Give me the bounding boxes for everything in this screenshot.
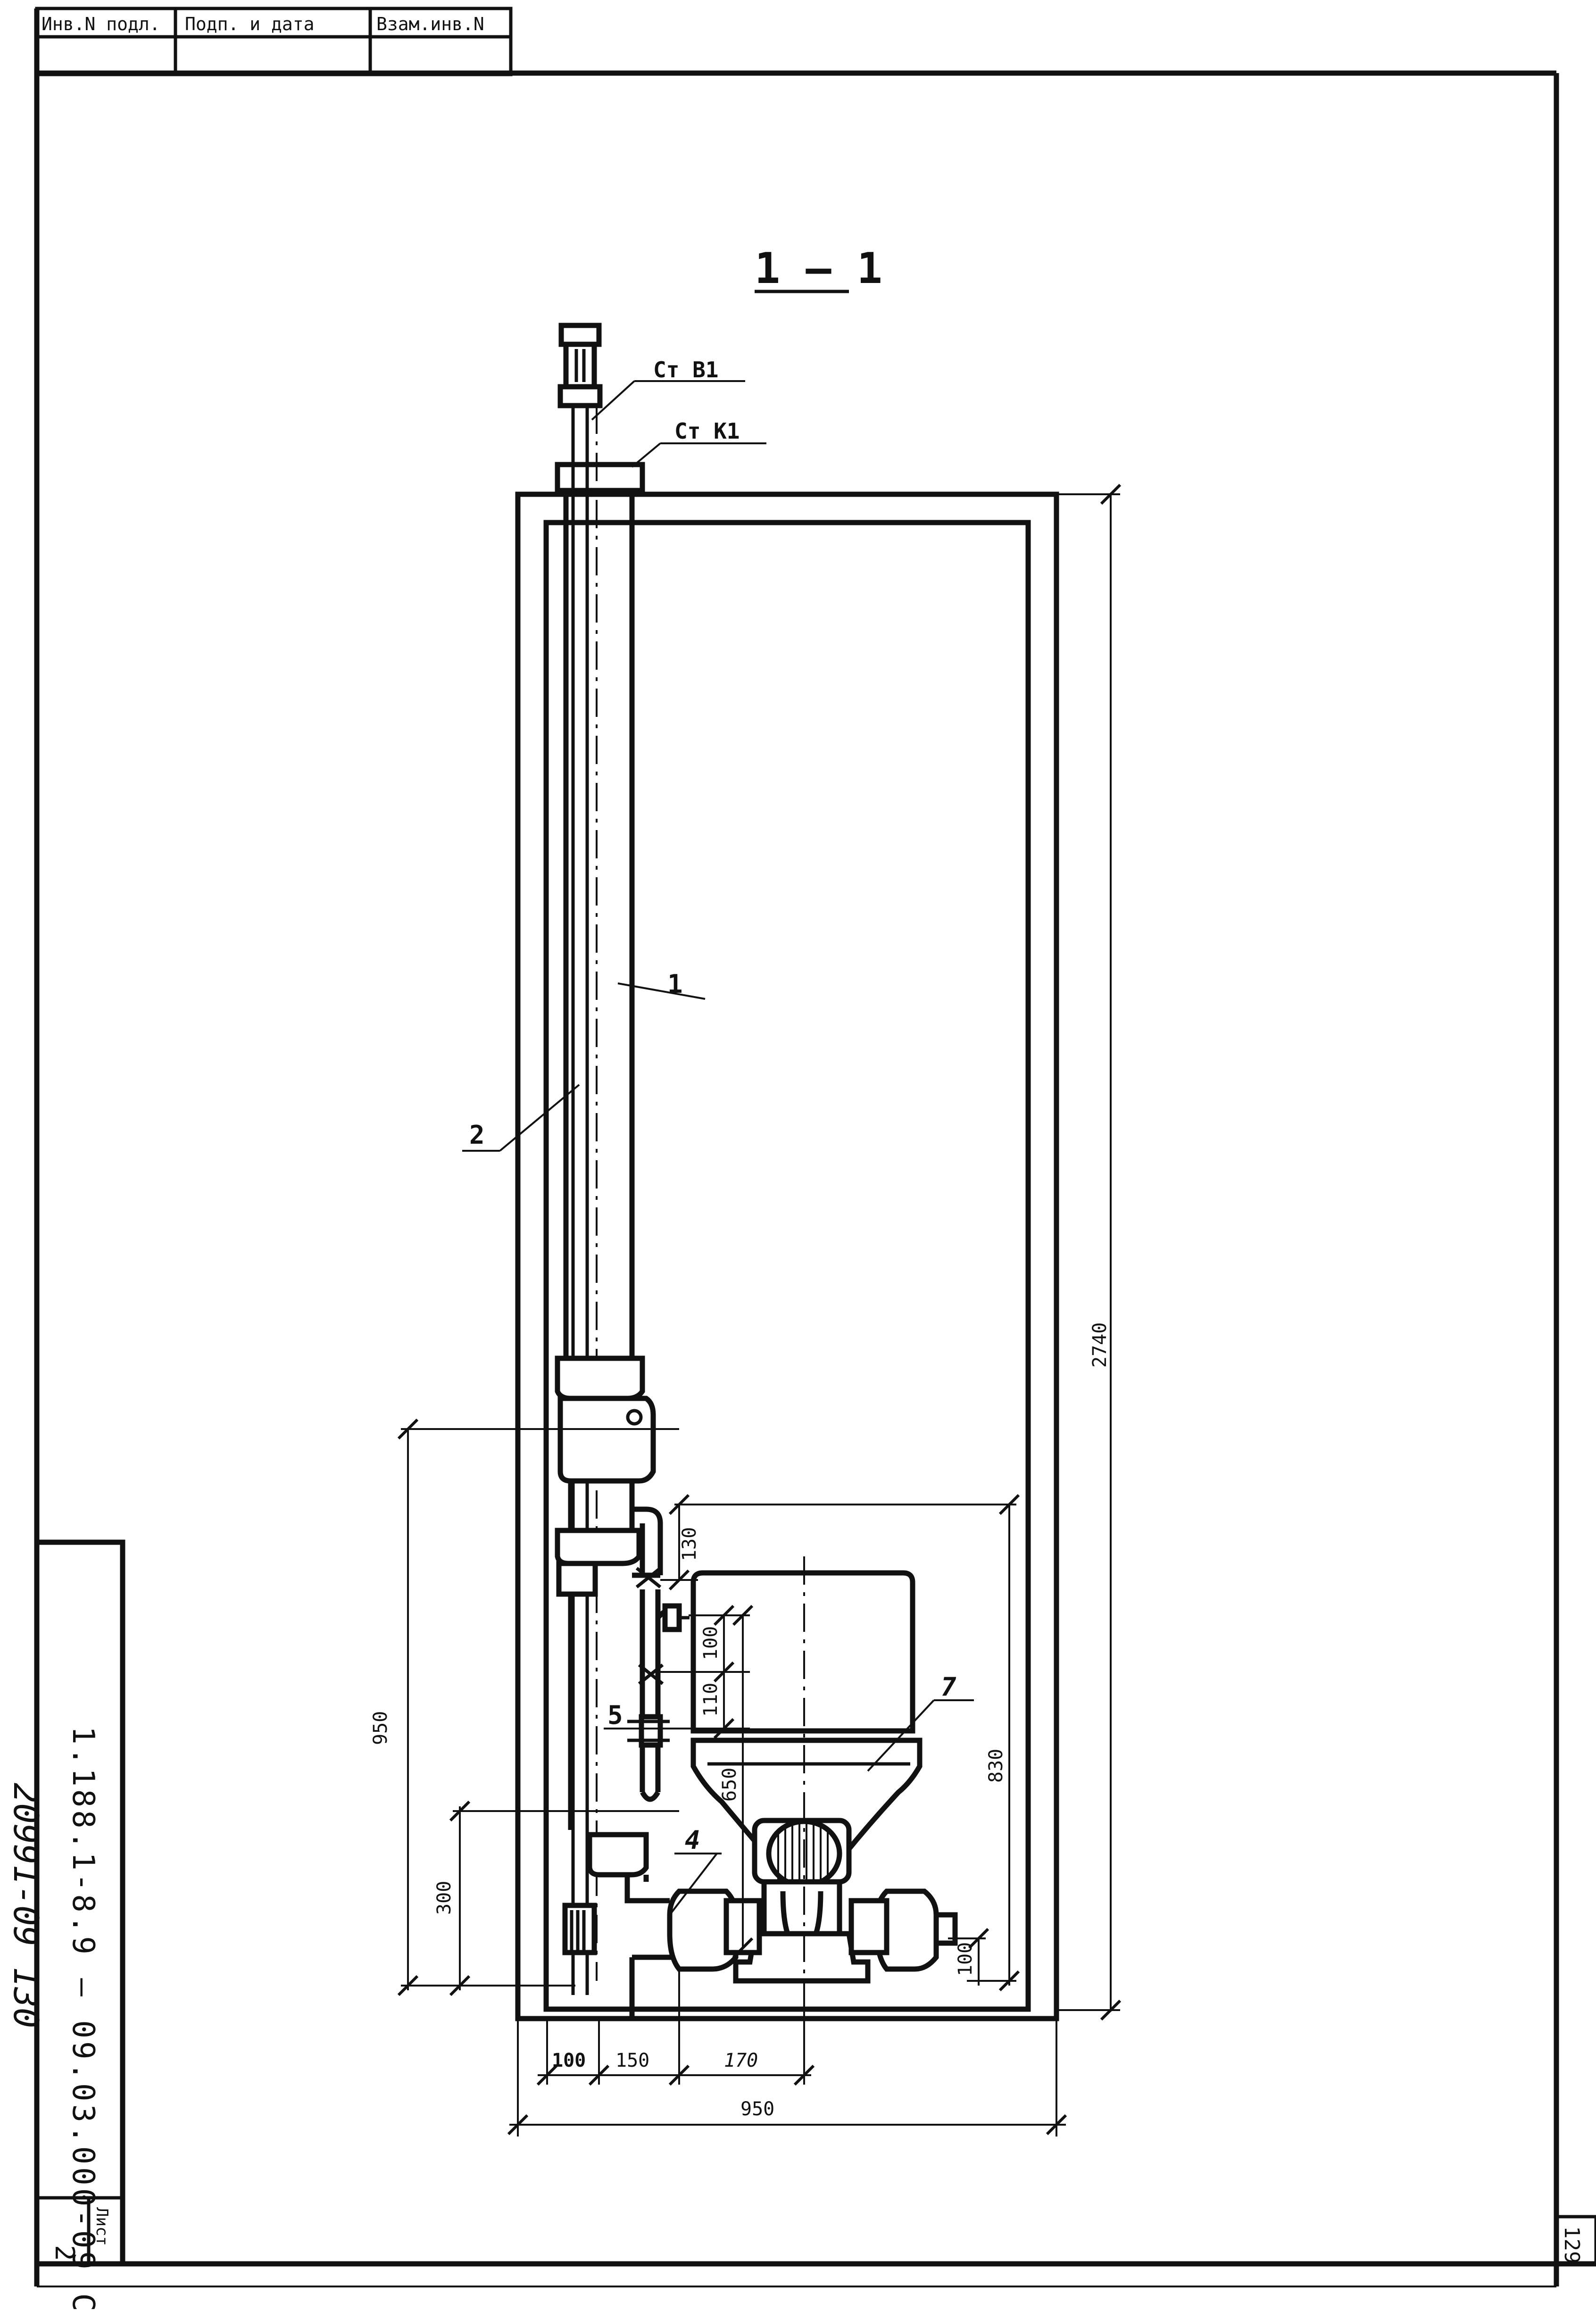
label-item-4: 4: [685, 1825, 700, 1855]
label-item-5: 5: [607, 1700, 623, 1730]
riser-caps: [555, 323, 645, 493]
dim-label-130: 130: [679, 1527, 700, 1561]
dim-650: 650: [719, 1604, 754, 1959]
archive-title-block: Инв.N подл. Подп. и дата Взам.инв.N: [35, 7, 513, 76]
label-stv1: Ст В1: [653, 357, 718, 382]
dim-row-1: 100 150 170: [517, 1971, 1057, 2136]
dim-100-bottom: 100: [948, 1928, 989, 1986]
dim-830: 830: [674, 1494, 1020, 1992]
dim-label-w950: 950: [740, 2098, 774, 2120]
dim-label-650: 650: [719, 1768, 740, 1802]
title-block-inventory-label: Инв.N подл.: [42, 14, 160, 34]
leader-item-1: 1: [617, 969, 706, 1000]
toilet: [667, 1556, 958, 1984]
section-title: 1 — 1: [755, 244, 882, 293]
dim-row-2: 950: [507, 2098, 1067, 2136]
dim-label-100-top: 100: [700, 1626, 722, 1660]
dim-label-830: 830: [985, 1749, 1007, 1783]
title-block-signature-label: Подп. и дата: [185, 14, 315, 34]
side-note: 20991-09 130: [6, 1783, 46, 2028]
label-item-2: 2: [469, 1120, 485, 1150]
stamp-sheet-no: 2: [49, 2245, 80, 2261]
stamp-sheet-label: Лист: [92, 2207, 111, 2246]
section-label: 1 — 1: [755, 244, 882, 293]
stamp-code: 1.188.1-8.9 — 09.03.000-09 СБ: [66, 1726, 100, 2309]
stamp-column: 1.188.1-8.9 — 09.03.000-09 СБ 2 Лист: [34, 1539, 125, 2311]
leader-stk1: Ст К1: [631, 418, 766, 468]
leader-item-2: 2: [462, 1084, 580, 1152]
page-number: 129: [1560, 2226, 1584, 2263]
risers: [555, 406, 656, 1995]
title-block-replace-label: Взам.инв.N: [376, 14, 484, 34]
leader-item-7: 7: [867, 1672, 974, 1772]
branch-piping: [624, 1506, 690, 2019]
leader-item-5: 5: [604, 1700, 660, 1730]
dim-100-top: 100: [660, 1604, 750, 1683]
dim-label-110: 110: [700, 1683, 722, 1717]
dim-label-950: 950: [370, 1711, 391, 1745]
dim-130: 130: [660, 1494, 700, 1591]
dim-label-w150: 150: [615, 2050, 649, 2071]
dim-label-w100: 100: [552, 2050, 586, 2071]
leader-item-4: 4: [669, 1825, 722, 1916]
dim-950: 950: [370, 1418, 679, 1996]
label-item-1: 1: [667, 969, 683, 999]
dim-label-300: 300: [433, 1881, 455, 1915]
leader-stv1: Ст В1: [591, 357, 745, 421]
dim-label-100-bottom: 100: [955, 1942, 976, 1976]
dim-label-2740: 2740: [1089, 1322, 1111, 1368]
dim-110: 110: [660, 1672, 750, 1739]
dim-300: 300: [433, 1800, 679, 1996]
label-stk1: Ст К1: [674, 418, 740, 444]
label-item-7: 7: [941, 1672, 956, 1702]
dim-2740: 2740: [1056, 483, 1122, 2021]
outlet-grille: [777, 1822, 829, 1885]
room-outline: [515, 491, 1059, 2021]
dim-label-w170: 170: [724, 2050, 758, 2071]
